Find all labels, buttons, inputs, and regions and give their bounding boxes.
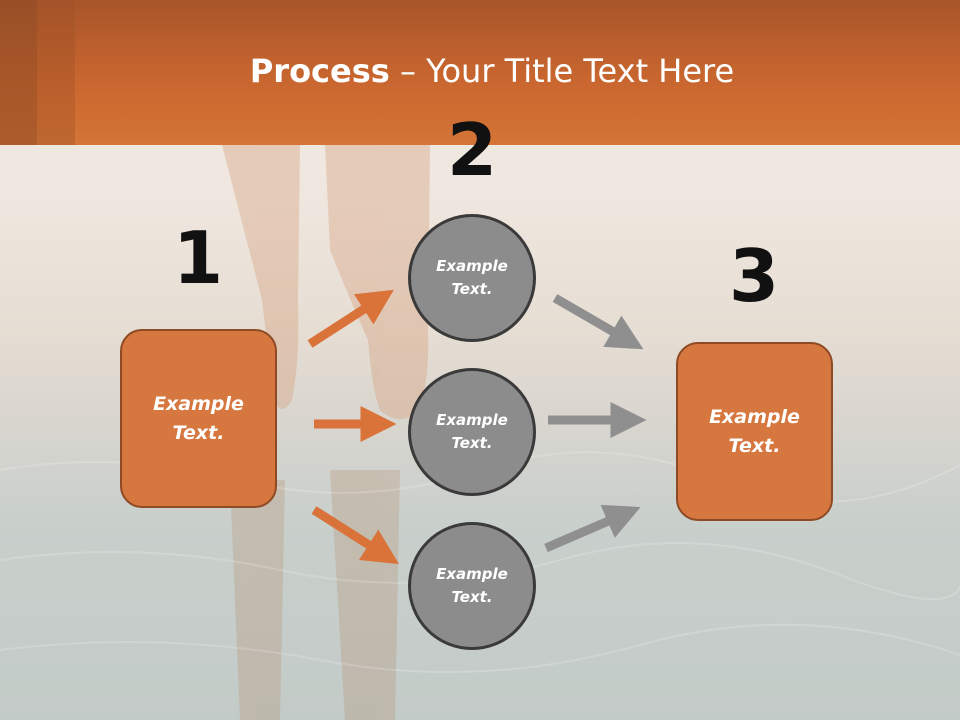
arrow-top-to-right [552,294,644,350]
title-bar: Process – Your Title Text Here [0,0,960,145]
circle-middle-line1: Example [436,411,508,429]
title-rest: – Your Title Text Here [389,52,735,90]
circle-middle-line2: Text. [451,434,493,452]
circle-top-line1: Example [436,257,508,275]
right-box-line1: Example [709,405,800,428]
step-number-3: 3 [728,234,780,318]
left-box-line1: Example [153,392,244,415]
title-bar-accent-inner [37,0,75,145]
step-number-1: 1 [172,216,224,300]
left-box-line2: Text. [172,421,225,444]
step-number-2: 2 [446,108,498,192]
title-bar-accent-left [0,0,37,145]
arrow-left-to-bottom [311,506,399,565]
circle-bottom-line2: Text. [451,588,493,606]
right-box-line2: Text. [728,434,781,457]
slide-title: Process – Your Title Text Here [0,52,960,90]
title-bold: Process [249,52,390,90]
circle-top-line2: Text. [451,280,493,298]
arrow-left-to-top [307,289,394,348]
arrow-bottom-to-right [544,504,641,553]
circle-bottom-line1: Example [436,565,508,583]
